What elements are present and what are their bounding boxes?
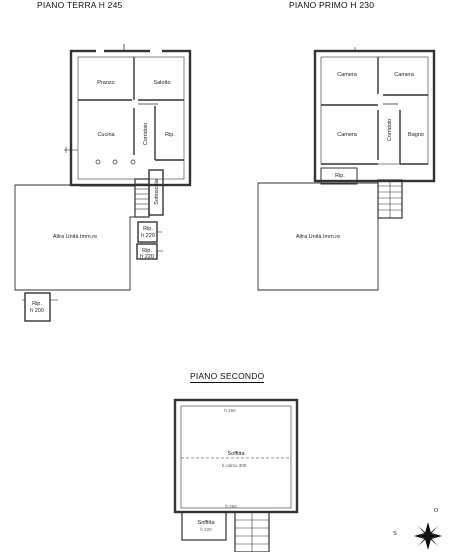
room-label-pranzo: Pranzo [97,80,114,86]
second-floor-plan [173,398,299,552]
room-label-soffitta-height: h colmo 300 [222,463,247,468]
room-label-sottoscala: Sottoscala [154,178,160,205]
room-label-corridoio: Corridoio [143,123,149,145]
room-label-corridoio-first: Corridoio [387,119,393,141]
room-label-rip-2-height: h 220 [141,233,155,239]
room-label-rip-2: Rip. [143,226,153,232]
room-label-soffitta: Soffitta [227,451,245,457]
room-label-rip-first: Rip. [335,173,345,179]
room-label-camera-1: Camera [337,72,358,78]
room-label-camera-3: Camera [337,132,358,138]
ground-other-unit-outline [14,184,136,291]
room-label-rip-4-height: h 200 [30,308,44,314]
ground-house-outline [69,49,192,187]
ground-floor-plan [14,44,192,322]
room-label-rip-3-height: h 220 [140,254,154,260]
first-floor-plan [257,47,436,291]
ground-floor-title: PIANO TERRA H 245 [37,0,123,10]
height-label-top: h 250 [224,408,236,413]
compass-label-south: S [393,531,397,537]
room-label-other-unit-first: Altra Unità Imm.re [296,234,340,240]
compass-label-east: O [434,508,439,514]
room-label-rip-3: Rip. [142,248,152,254]
compass-rose-icon [414,522,442,550]
first-other-unit-outline [257,182,379,291]
room-label-rip-4: Rip. [32,301,42,307]
room-label-cucina: Cucina [97,132,115,138]
room-label-soffitta-small-height: h 220 [200,527,212,532]
room-label-soffitta-small: Soffitta [197,520,215,526]
room-label-other-unit: Altra Unità Imm.re [53,234,97,240]
room-label-camera-2: Camera [394,72,415,78]
first-floor-title: PIANO PRIMO H 230 [289,0,375,10]
room-label-salotto: Salotto [153,80,170,86]
height-label-bottom: h 250 [225,504,237,509]
second-floor-title: PIANO SECONDO [190,371,265,383]
room-label-ripostiglio: Rip. [165,132,175,138]
room-label-bagno: Bagno [408,132,424,138]
first-house-outline [313,49,436,183]
